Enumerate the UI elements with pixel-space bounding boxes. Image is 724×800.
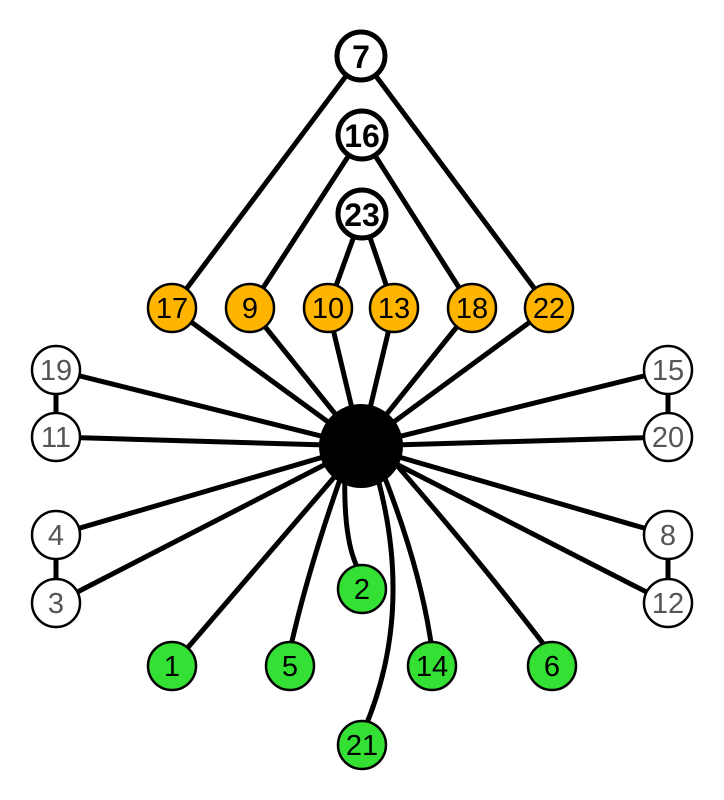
- node-16: 16: [335, 108, 389, 162]
- edge-hub-4: [53, 443, 364, 538]
- hub-node: [319, 404, 403, 488]
- edge-hub-6: [377, 443, 551, 653]
- node-18: 18: [446, 282, 498, 334]
- node-6: 6: [526, 640, 578, 692]
- node-5: 5: [264, 640, 316, 692]
- node-19-label: 19: [40, 355, 72, 387]
- node-7-label: 7: [352, 39, 370, 75]
- node-9-circle: [224, 282, 276, 334]
- node-1-label: 1: [164, 651, 180, 683]
- node-8-label: 8: [660, 520, 676, 552]
- node-4: 4: [30, 509, 82, 561]
- node-10: 10: [302, 282, 354, 334]
- node-17-circle: [146, 282, 198, 334]
- node-16-circle: [335, 108, 389, 162]
- node-13-label: 13: [378, 293, 410, 325]
- node-2: 2: [336, 563, 388, 615]
- edge-hub-3: [53, 443, 364, 606]
- node-10-circle: [302, 282, 354, 334]
- edge-7-17: [169, 53, 364, 311]
- node-1: 1: [146, 640, 198, 692]
- node-19: 19: [30, 344, 82, 396]
- edge-hub-21: [361, 443, 396, 733]
- node-13-circle: [368, 282, 420, 334]
- node-14-label: 14: [416, 651, 448, 683]
- node-14: 14: [406, 640, 458, 692]
- node-5-label: 5: [282, 651, 298, 683]
- node-20-circle: [642, 411, 694, 463]
- edge-hub-8: [358, 443, 671, 538]
- node-12: 12: [642, 577, 694, 629]
- node-7: 7: [334, 29, 388, 83]
- edge-16-9: [247, 132, 365, 311]
- node-9: 9: [224, 282, 276, 334]
- node-3: 3: [30, 577, 82, 629]
- node-6-circle: [526, 640, 578, 692]
- node-2-label: 2: [354, 574, 370, 606]
- edge-7-22: [358, 53, 552, 311]
- node-18-label: 18: [456, 293, 488, 325]
- node-9-label: 9: [242, 293, 258, 325]
- node-21-label: 21: [346, 730, 378, 762]
- node-3-circle: [30, 577, 82, 629]
- node-6-label: 6: [544, 651, 560, 683]
- node-15-circle: [642, 344, 694, 396]
- node-8-circle: [642, 509, 694, 561]
- node-23-label: 23: [344, 197, 380, 233]
- node-4-circle: [30, 509, 82, 561]
- node-2-circle: [336, 563, 388, 615]
- node-12-circle: [642, 577, 694, 629]
- node-20: 20: [642, 411, 694, 463]
- node-22: 22: [523, 282, 575, 334]
- node-20-label: 20: [652, 422, 684, 454]
- node-22-circle: [523, 282, 575, 334]
- node-21-circle: [336, 719, 388, 771]
- node-22-label: 22: [533, 293, 565, 325]
- node-5-circle: [264, 640, 316, 692]
- edge-hub-12: [358, 443, 671, 606]
- node-16-label: 16: [344, 118, 380, 154]
- node-11-circle: [30, 411, 82, 463]
- node-19-circle: [30, 344, 82, 396]
- node-15-label: 15: [652, 355, 684, 387]
- node-11-label: 11: [41, 422, 71, 454]
- node-13: 13: [368, 282, 420, 334]
- node-3-label: 3: [48, 588, 64, 620]
- node-12-label: 12: [652, 588, 684, 620]
- edge-hub-11: [53, 434, 364, 449]
- node-23-circle: [335, 187, 389, 241]
- node-7-circle: [334, 29, 388, 83]
- node-17: 17: [146, 282, 198, 334]
- node-18-circle: [446, 282, 498, 334]
- node-21: 21: [336, 719, 388, 771]
- node-10-label: 10: [312, 293, 344, 325]
- edge-hub-19: [53, 367, 364, 449]
- edge-hub-20: [358, 434, 671, 449]
- node-8: 8: [642, 509, 694, 561]
- node-11: 11: [30, 411, 82, 463]
- node-23: 23: [335, 187, 389, 241]
- node-15: 15: [642, 344, 694, 396]
- edge-hub-15: [358, 367, 671, 449]
- edge-16-18: [359, 132, 475, 311]
- node-1-circle: [146, 640, 198, 692]
- node-17-label: 17: [156, 293, 188, 325]
- node-14-circle: [406, 640, 458, 692]
- node-4-label: 4: [48, 520, 64, 552]
- edge-hub-1: [169, 443, 364, 669]
